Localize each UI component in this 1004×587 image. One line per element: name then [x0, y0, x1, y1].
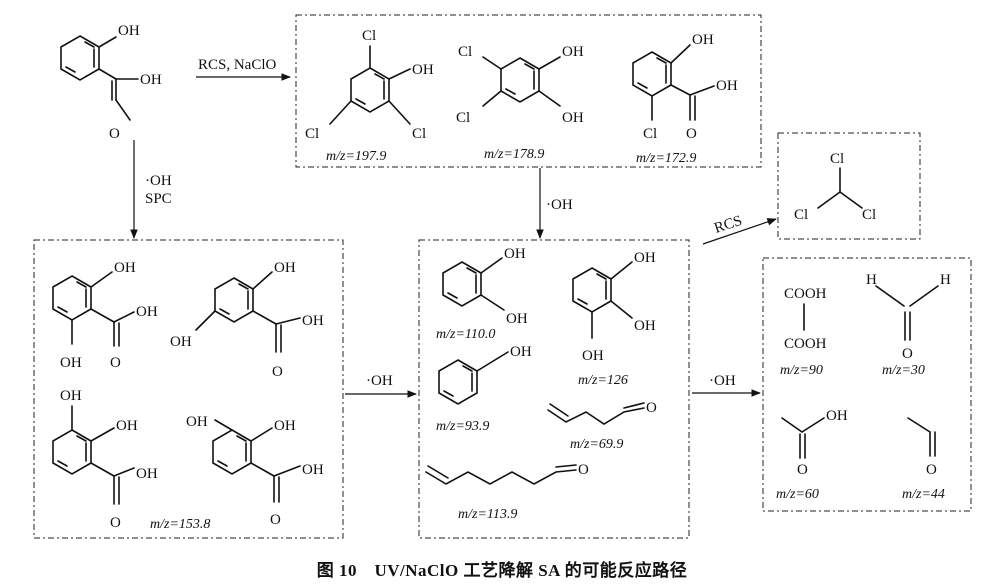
svg-text:O: O: [902, 346, 913, 362]
pyrogallol-structure: OH OH OH: [572, 250, 656, 364]
svg-text:OH: OH: [716, 78, 738, 94]
mz-label: m/z=110.0: [436, 327, 495, 342]
aromatic-intermediates-box: [418, 239, 690, 539]
reagent-oh-left: ·OH: [145, 173, 172, 189]
svg-text:Cl: Cl: [362, 28, 376, 44]
reagent-rcs: RCS: [712, 213, 744, 237]
svg-text:OH: OH: [136, 466, 158, 482]
reagent-spc: SPC: [145, 191, 172, 207]
svg-text:O: O: [272, 364, 283, 380]
svg-text:O: O: [270, 512, 281, 528]
svg-text:H: H: [940, 272, 951, 288]
svg-text:OH: OH: [302, 313, 324, 329]
svg-text:O: O: [686, 126, 697, 142]
svg-text:O: O: [110, 515, 121, 531]
svg-text:Cl: Cl: [412, 126, 426, 142]
svg-text:OH: OH: [634, 250, 656, 266]
oxalic-acid-structure: COOH COOH: [784, 286, 827, 352]
svg-text:O: O: [926, 462, 937, 478]
svg-text:Cl: Cl: [643, 126, 657, 142]
svg-text:COOH: COOH: [784, 336, 827, 352]
svg-text:O: O: [110, 355, 121, 371]
svg-text:OH: OH: [692, 32, 714, 48]
svg-text:OH: OH: [412, 62, 434, 78]
mz-label: m/z=197.9: [326, 149, 386, 164]
dichloromethane-box: [777, 132, 921, 240]
svg-text:COOH: COOH: [784, 286, 827, 302]
svg-text:Cl: Cl: [862, 207, 876, 223]
acetic-acid-structure: OH O: [781, 408, 848, 478]
mz-label: m/z=113.9: [458, 507, 517, 522]
phenol-structure: OH: [438, 344, 532, 405]
reagent-oh-top: ·OH: [546, 197, 573, 213]
butenal-structure: O: [547, 400, 657, 425]
svg-text:Cl: Cl: [305, 126, 319, 142]
svg-text:OH: OH: [582, 348, 604, 364]
chlorosalicylic-acid-structure: OH OH O Cl: [632, 32, 738, 142]
chlorinated-products-box: [295, 14, 762, 168]
dihydroxybenzoic-acid-23-structure: OH OH OH O: [52, 388, 158, 531]
reagent-rcs-naclo: RCS, NaClO: [198, 57, 277, 73]
dichlorohydroquinone-structure: Cl Cl OH OH: [456, 44, 584, 126]
mz-label: m/z=90: [780, 363, 823, 378]
svg-text:OH: OH: [116, 418, 138, 434]
reagent-oh-right: ·OH: [709, 373, 736, 389]
svg-text:H: H: [866, 272, 877, 288]
svg-text:Cl: Cl: [794, 207, 808, 223]
svg-text:OH: OH: [510, 344, 532, 360]
acetaldehyde-structure: O: [907, 417, 937, 478]
svg-text:OH: OH: [634, 318, 656, 334]
dihydroxybenzoic-acid-26-structure: OH OH OH O: [52, 260, 158, 371]
mz-label: m/z=153.8: [150, 517, 210, 532]
gentisic-acid-structure: OH OH OH O: [170, 260, 324, 380]
svg-text:OH: OH: [274, 260, 296, 276]
svg-text:OH: OH: [114, 260, 136, 276]
svg-text:Cl: Cl: [458, 44, 472, 60]
svg-text:OH: OH: [562, 44, 584, 60]
svg-text:O: O: [109, 126, 120, 142]
formaldehyde-structure: H H Cl O: [866, 272, 951, 362]
dichloromethane-structure: Cl Cl Cl: [794, 151, 876, 223]
svg-text:O: O: [797, 462, 808, 478]
svg-text:OH: OH: [826, 408, 848, 424]
svg-text:OH: OH: [60, 388, 82, 404]
svg-text:OH: OH: [136, 304, 158, 320]
mz-label: m/z=178.9: [484, 147, 544, 162]
reaction-scheme: RCS, NaClO ·OH SPC ·OH ·OH ·OH RCS OH OH…: [33, 14, 972, 539]
catechol-structure: OH OH: [442, 246, 528, 327]
hydroxylated-products-box: [33, 239, 344, 539]
svg-text:OH: OH: [186, 414, 208, 430]
svg-text:OH: OH: [562, 110, 584, 126]
mz-label: m/z=93.9: [436, 419, 489, 434]
svg-text:Cl: Cl: [830, 151, 844, 167]
svg-text:OH: OH: [118, 23, 140, 39]
svg-text:O: O: [646, 400, 657, 416]
mz-label: m/z=44: [902, 487, 945, 502]
svg-text:O: O: [578, 462, 589, 478]
dihydroxybenzoic-acid-24-structure: OH OH OH O: [186, 414, 324, 528]
mz-label: m/z=172.9: [636, 151, 696, 166]
mz-label: m/z=126: [578, 373, 628, 388]
mz-label: m/z=60: [776, 487, 819, 502]
hexenal-structure: O: [425, 462, 589, 485]
reagent-oh-middle: ·OH: [366, 373, 393, 389]
mz-label: m/z=30: [882, 363, 925, 378]
trichlorophenol-structure: Cl OH Cl Cl: [305, 28, 434, 142]
svg-text:OH: OH: [506, 311, 528, 327]
salicylic-acid-structure: OH OH O: [60, 23, 162, 142]
svg-text:OH: OH: [302, 462, 324, 478]
svg-text:OH: OH: [274, 418, 296, 434]
svg-text:Cl: Cl: [456, 110, 470, 126]
small-molecules-box: [762, 257, 972, 512]
svg-text:OH: OH: [60, 355, 82, 371]
svg-text:OH: OH: [170, 334, 192, 350]
mz-label: m/z=69.9: [570, 437, 623, 452]
svg-text:OH: OH: [504, 246, 526, 262]
svg-text:OH: OH: [140, 72, 162, 88]
figure-caption: 图 10 UV/NaClO 工艺降解 SA 的可能反应路径: [316, 561, 688, 580]
arrow-rcs-to-dichloromethane: [702, 218, 777, 245]
